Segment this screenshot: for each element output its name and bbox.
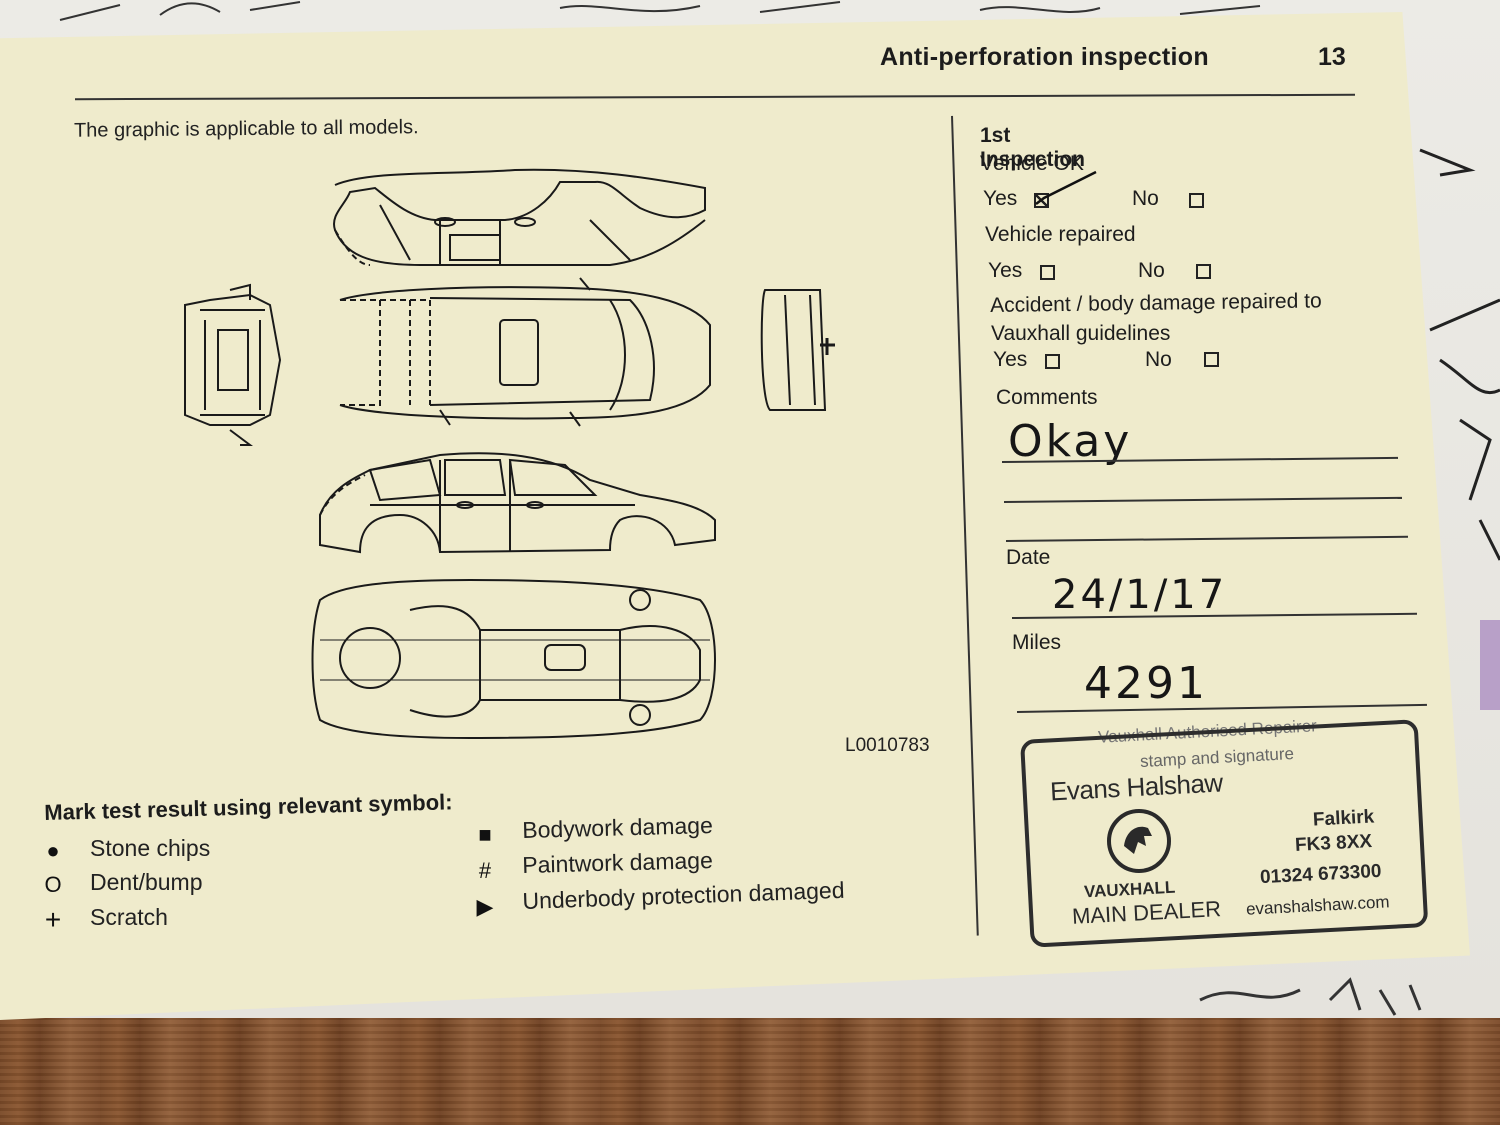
- page-title: Anti-perforation inspection: [880, 43, 1209, 71]
- vehicle-ok-no-checkbox[interactable]: [1189, 193, 1204, 208]
- accident-no-label: No: [1145, 348, 1172, 371]
- car-side-view-flipped: [333, 168, 706, 266]
- tick-mark-icon: [1035, 170, 1097, 205]
- legend-scratch: Scratch: [90, 904, 168, 930]
- legend-dent-bump: Dent/bump: [90, 869, 203, 895]
- stamp-postcode: FK3 8XX: [1294, 830, 1373, 857]
- legend-underbody-protection: Underbody protection damaged: [522, 876, 845, 914]
- comments-label: Comments: [996, 386, 1098, 409]
- date-label: Date: [1006, 546, 1051, 569]
- vehicle-repaired-yes-label: Yes: [988, 259, 1023, 282]
- intro-text: The graphic is applicable to all models.: [73, 116, 419, 142]
- car-underbody-view: [311, 578, 716, 740]
- car-side-view: [319, 452, 716, 554]
- underbody-symbol: ▶: [476, 894, 494, 919]
- vehicle-ok-label: Vehicle OK: [980, 152, 1084, 175]
- legend-paintwork-damage: Paintwork damage: [522, 847, 714, 878]
- accident-label-line-2: Vauxhall guidelines: [991, 322, 1171, 345]
- bodywork-symbol: ■: [478, 822, 492, 847]
- paintwork-symbol: #: [478, 858, 492, 883]
- car-inspection-diagram: [184, 168, 835, 740]
- stamp-town: Falkirk: [1312, 806, 1375, 831]
- vehicle-repaired-no-checkbox[interactable]: [1196, 264, 1211, 279]
- vehicle-repaired-no-label: No: [1138, 259, 1165, 282]
- legend-title: Mark test result using relevant symbol:: [44, 789, 453, 825]
- miles-handwritten[interactable]: 4291: [1084, 658, 1208, 709]
- car-rear-view: [760, 289, 835, 411]
- vehicle-ok-yes-label: Yes: [983, 187, 1018, 210]
- figure-code: L0010783: [845, 735, 930, 756]
- vehicle-repaired-label: Vehicle repaired: [985, 223, 1136, 246]
- vauxhall-griffin-logo-icon: [1107, 809, 1171, 873]
- page-number: 13: [1318, 43, 1346, 71]
- comments-line-3: [1006, 535, 1408, 542]
- car-top-view: [339, 277, 711, 427]
- comments-line-2: [1004, 496, 1402, 503]
- accident-no-checkbox[interactable]: [1204, 352, 1219, 367]
- accident-label-line-1: Accident / body damage repaired to: [990, 289, 1322, 317]
- stone-chips-symbol: ●: [46, 838, 60, 863]
- scratch-symbol: +: [44, 904, 62, 935]
- booklet-page: [0, 12, 1470, 1020]
- car-front-view: [184, 283, 282, 446]
- legend-stone-chips: Stone chips: [90, 835, 211, 861]
- accident-yes-checkbox[interactable]: [1045, 354, 1060, 369]
- inspection-heading: 1st Inspection: [980, 124, 1086, 171]
- miles-line: [1017, 703, 1427, 713]
- accident-yes-label: Yes: [993, 348, 1028, 371]
- dent-symbol: O: [44, 872, 62, 897]
- header-rule: [75, 93, 1355, 101]
- column-divider: [951, 115, 979, 936]
- comments-handwritten[interactable]: Okay: [1008, 416, 1133, 467]
- legend-bodywork-damage: Bodywork damage: [522, 812, 714, 843]
- wooden-table: [0, 1018, 1500, 1125]
- miles-label: Miles: [1012, 631, 1062, 654]
- vehicle-repaired-yes-checkbox[interactable]: [1040, 265, 1055, 280]
- vehicle-ok-no-label: No: [1132, 187, 1159, 210]
- date-handwritten[interactable]: 24/1/17: [1052, 572, 1228, 618]
